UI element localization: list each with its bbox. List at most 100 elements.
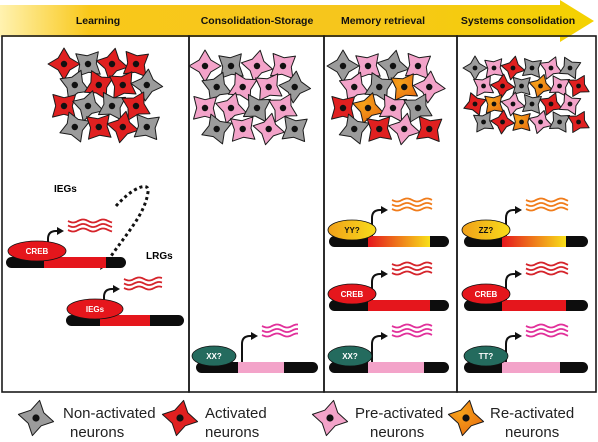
neuron bbox=[218, 53, 244, 79]
neuron bbox=[512, 76, 531, 96]
neuron bbox=[522, 94, 542, 114]
neuron bbox=[528, 110, 553, 134]
neuron bbox=[528, 74, 553, 98]
tss-arrowhead bbox=[381, 206, 388, 214]
gene-segment bbox=[100, 315, 150, 326]
neuron bbox=[270, 53, 296, 79]
legend-pre-activated-line1: Pre-activated bbox=[355, 405, 443, 422]
gene-segment bbox=[502, 362, 560, 373]
neuron bbox=[376, 49, 410, 83]
mrna-transcript bbox=[261, 323, 298, 338]
mrna-transcript bbox=[525, 197, 569, 212]
transcription-factor-label: CREB bbox=[475, 290, 498, 299]
neuron bbox=[473, 75, 494, 97]
legend-pre-activated-icon bbox=[311, 399, 349, 437]
transcription-factor bbox=[327, 345, 373, 367]
neuron bbox=[388, 112, 421, 146]
gene-retrieval-yy: YY? bbox=[327, 197, 449, 247]
neuron bbox=[473, 111, 494, 133]
neuron bbox=[379, 94, 407, 122]
gene-segment bbox=[368, 236, 430, 247]
neuron bbox=[463, 92, 487, 116]
neuron bbox=[86, 114, 112, 140]
panel-frames bbox=[1, 35, 597, 393]
transcription-factor bbox=[7, 240, 67, 262]
neuron bbox=[539, 92, 563, 116]
neuron bbox=[338, 113, 370, 145]
tss-arrow bbox=[505, 335, 518, 362]
legend: Non-activated neurons Activated neurons … bbox=[17, 399, 574, 441]
gene-segment bbox=[44, 257, 106, 268]
neuron bbox=[490, 109, 515, 135]
transcription-factor bbox=[191, 345, 237, 367]
neuron bbox=[539, 56, 563, 80]
mrna-transcript bbox=[391, 323, 433, 338]
dotted-arrow bbox=[105, 185, 150, 263]
neuron bbox=[403, 93, 433, 123]
gene-segment bbox=[368, 300, 430, 311]
gene-segment bbox=[502, 300, 566, 311]
neuron bbox=[500, 55, 526, 81]
neuron bbox=[98, 92, 126, 120]
mrna-transcript bbox=[525, 323, 569, 338]
mrna-transcript bbox=[123, 276, 163, 291]
transcription-factor-label: CREB bbox=[26, 247, 49, 256]
tss-arrow bbox=[47, 230, 60, 257]
tss-arrowhead bbox=[57, 227, 64, 235]
legend-non-activated-icon bbox=[17, 399, 55, 437]
gene-segment bbox=[502, 236, 566, 247]
neuron bbox=[500, 91, 526, 117]
neuron bbox=[255, 73, 283, 101]
neuron bbox=[106, 110, 139, 144]
legend-activated-line2: neurons bbox=[205, 424, 259, 441]
label-iegs: IEGs bbox=[54, 184, 77, 195]
neuron bbox=[75, 51, 101, 77]
neuron bbox=[130, 68, 164, 102]
tss-arrowhead bbox=[515, 332, 522, 340]
mrna-transcript bbox=[391, 261, 433, 276]
gene-systems-tt: TT? bbox=[463, 323, 588, 373]
legend-pre-activated-line2: neurons bbox=[370, 424, 424, 441]
neuron bbox=[512, 112, 531, 132]
header-learning: Learning bbox=[76, 15, 120, 27]
transcription-factor bbox=[461, 219, 511, 241]
neuron bbox=[522, 58, 542, 78]
neuron bbox=[215, 92, 247, 124]
tss-arrowhead bbox=[381, 270, 388, 278]
gene-learning-iegs: IEGs bbox=[66, 276, 184, 326]
transcription-factor bbox=[463, 345, 509, 367]
neuron bbox=[567, 75, 590, 97]
neuron bbox=[47, 47, 81, 81]
neuron bbox=[278, 70, 312, 104]
tss-arrow bbox=[371, 209, 384, 236]
panel-systems bbox=[456, 35, 597, 393]
neuron bbox=[281, 116, 308, 142]
neuron bbox=[484, 94, 504, 114]
neuron bbox=[133, 114, 160, 140]
gene-systems-creb: CREB bbox=[461, 261, 588, 311]
mrna-transcript bbox=[525, 261, 569, 276]
tss-arrowhead bbox=[515, 270, 522, 278]
transcription-factor-label: ZZ? bbox=[479, 226, 494, 235]
neuron bbox=[268, 93, 298, 123]
mrna-transcript bbox=[391, 197, 433, 212]
neuron-cluster-learning bbox=[47, 47, 164, 144]
neuron bbox=[326, 49, 360, 83]
tss-arrow bbox=[103, 288, 116, 315]
gene-storage-xx: XX? bbox=[191, 323, 318, 373]
transcription-factor bbox=[66, 298, 124, 320]
neuron bbox=[121, 91, 151, 121]
mrna-transcript bbox=[67, 218, 113, 233]
label-lrgs: LRGs bbox=[146, 251, 173, 262]
tss-arrow bbox=[505, 209, 518, 236]
neuron bbox=[59, 111, 91, 143]
neuron bbox=[390, 73, 418, 101]
neuron bbox=[549, 111, 571, 133]
transcription-factor-label: XX? bbox=[342, 352, 358, 361]
gene-segment bbox=[368, 362, 424, 373]
neuron bbox=[243, 94, 271, 122]
transcription-factor-label: CREB bbox=[341, 290, 364, 299]
neuron bbox=[230, 116, 256, 142]
